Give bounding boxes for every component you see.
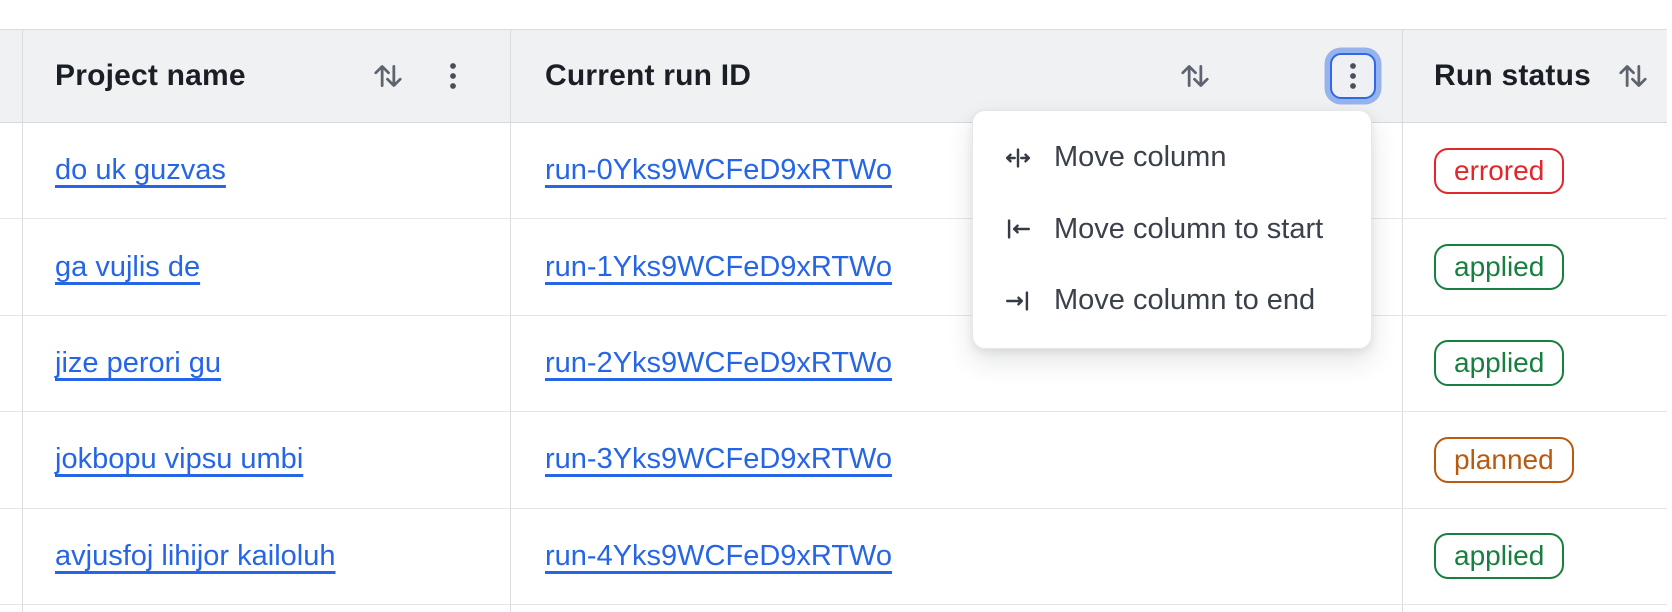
move-column-icon xyxy=(1003,143,1033,173)
column-options-button-focused[interactable] xyxy=(1330,53,1376,99)
gutter-cell xyxy=(0,123,23,219)
column-header-current-run-id: Current run ID xyxy=(511,30,1403,122)
status-badge: planned xyxy=(1434,436,1574,483)
sort-icon[interactable] xyxy=(371,59,405,93)
sort-icon[interactable] xyxy=(1616,59,1650,93)
projects-table: Project name Current run ID xyxy=(0,29,1667,612)
column-header-run-status: Run status xyxy=(1403,30,1667,122)
kebab-menu-icon[interactable] xyxy=(442,59,464,93)
run-id-link[interactable]: run-3Yks9WCFeD9xRTWo xyxy=(545,443,893,476)
sort-icon[interactable] xyxy=(1178,59,1212,93)
project-link[interactable]: jokbopu vipsu umbi xyxy=(55,443,304,476)
status-badge: applied xyxy=(1434,244,1565,291)
menu-item-label: Move column to start xyxy=(1054,212,1324,245)
menu-item-label: Move column to end xyxy=(1054,284,1316,317)
project-link[interactable]: ga vujlis de xyxy=(55,250,201,283)
gutter-cell xyxy=(0,219,23,315)
table-row: jokbopu vipsu umbi run-3Yks9WCFeD9xRTWo … xyxy=(0,412,1667,509)
run-id-link[interactable]: run-1Yks9WCFeD9xRTWo xyxy=(545,250,893,283)
gutter-cell xyxy=(0,412,23,508)
menu-item-label: Move column xyxy=(1054,141,1227,174)
status-badge: errored xyxy=(1434,147,1565,194)
project-link[interactable]: jize perori gu xyxy=(55,346,222,379)
project-name-header-label: Project name xyxy=(55,59,246,92)
menu-item-move-column[interactable]: Move column xyxy=(973,122,1371,194)
menu-item-move-column-to-start[interactable]: Move column to start xyxy=(973,194,1371,266)
gutter-header-cell xyxy=(0,30,23,122)
column-header-project-name: Project name xyxy=(23,30,511,122)
menu-item-move-column-to-end[interactable]: Move column to end xyxy=(973,265,1371,337)
column-options-menu: Move column Move column to start Move co… xyxy=(972,110,1372,349)
move-column-to-start-icon xyxy=(1003,214,1033,244)
status-badge: applied xyxy=(1434,340,1565,387)
gutter-cell xyxy=(0,604,23,612)
run-id-link[interactable]: run-4Yks9WCFeD9xRTWo xyxy=(545,539,893,572)
run-id-link[interactable]: run-2Yks9WCFeD9xRTWo xyxy=(545,346,893,379)
gutter-cell xyxy=(0,315,23,412)
gutter-cell xyxy=(0,508,23,604)
run-status-header-label: Run status xyxy=(1434,59,1592,92)
run-id-link[interactable]: run-0Yks9WCFeD9xRTWo xyxy=(545,154,893,187)
project-link[interactable]: avjusfoj lihijor kailoluh xyxy=(55,539,336,572)
move-column-to-end-icon xyxy=(1003,286,1033,316)
table-header-row: Project name Current run ID xyxy=(0,29,1667,123)
status-badge: applied xyxy=(1434,533,1565,580)
table-row-partial xyxy=(0,604,1667,612)
table-row: avjusfoj lihijor kailoluh run-4Yks9WCFeD… xyxy=(0,508,1667,605)
table-row: do uk guzvas run-0Yks9WCFeD9xRTWo errore… xyxy=(0,123,1667,220)
table-row: jize perori gu run-2Yks9WCFeD9xRTWo appl… xyxy=(0,315,1667,413)
table-row: ga vujlis de run-1Yks9WCFeD9xRTWo applie… xyxy=(0,219,1667,316)
project-link[interactable]: do uk guzvas xyxy=(55,154,226,187)
current-run-id-header-label: Current run ID xyxy=(545,59,752,92)
kebab-menu-icon xyxy=(1342,59,1364,93)
